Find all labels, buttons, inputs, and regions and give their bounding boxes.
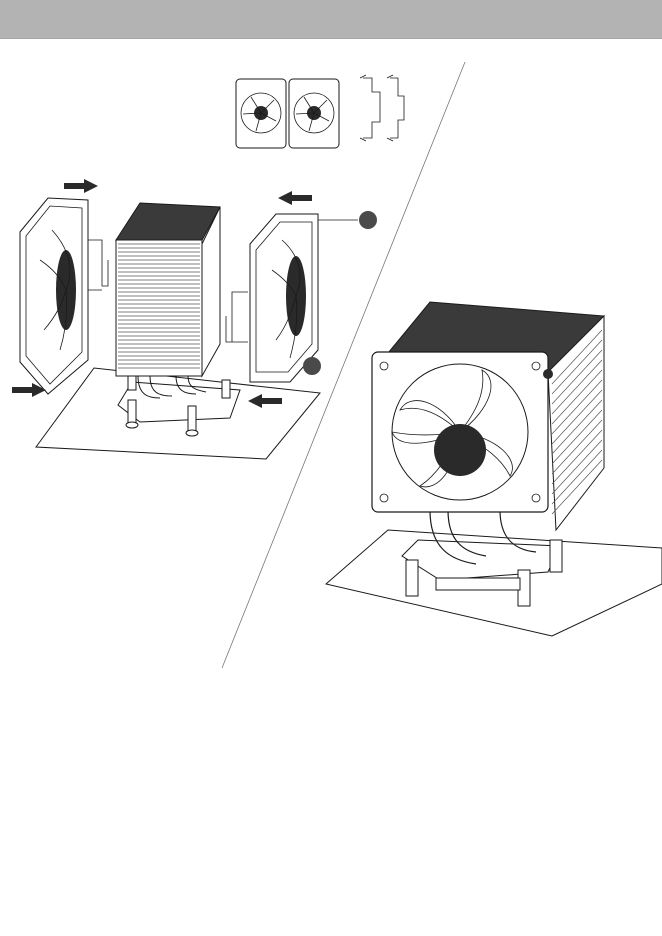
fan-left	[20, 198, 88, 394]
fan-right	[250, 214, 318, 382]
header-bar	[0, 0, 662, 39]
clip-left	[88, 240, 108, 290]
clip-right	[226, 292, 248, 342]
small-fan-2	[289, 79, 339, 148]
arrow-left-fan-top	[64, 179, 98, 193]
callout-dot-top	[359, 211, 377, 229]
arrow-right-fan-top	[278, 191, 312, 205]
fan-front-assembled	[372, 352, 548, 512]
heatsink-left	[116, 203, 220, 376]
heatsink-top-screw	[543, 369, 553, 379]
small-fan-1	[236, 79, 286, 148]
fan-clip-set	[360, 75, 404, 141]
callout-dot-bottom	[303, 357, 321, 375]
installation-diagram	[0, 38, 662, 936]
